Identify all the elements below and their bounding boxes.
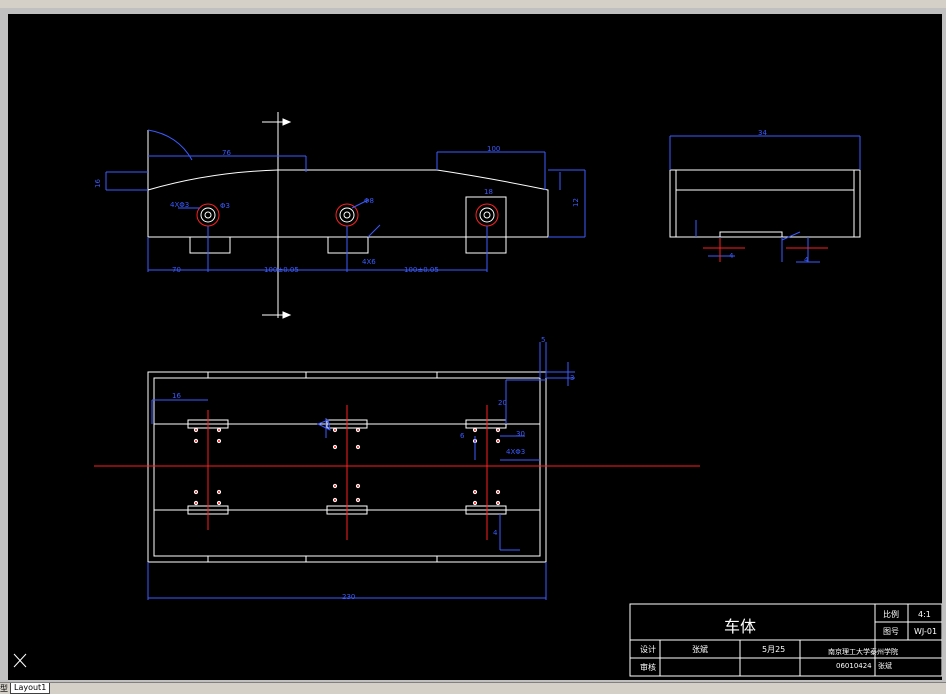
school-name: 南京理工大学泰州学院	[828, 647, 898, 656]
part-name: 车体	[724, 617, 756, 636]
toolbar-button[interactable]	[630, 0, 644, 7]
dim-plan-right-e: 4	[493, 529, 498, 537]
dim-plan-left: 16	[172, 392, 181, 400]
scale-value: 4:1	[918, 610, 931, 619]
dim-end-b: 4	[804, 256, 809, 264]
drawing-no-value: WJ-01	[914, 627, 937, 636]
toolbar-button[interactable]	[320, 0, 334, 7]
dim-plan-right-c: 6	[460, 432, 465, 440]
designer-label: 设计	[640, 644, 656, 654]
dim-spacing-a: 100±0.05	[264, 266, 299, 274]
dim-side-right: 100	[487, 145, 500, 153]
drawing-date: 5月25	[762, 645, 785, 654]
dim-plan-right-d: 3	[570, 374, 574, 382]
plan-centerlines	[94, 405, 700, 540]
tab-layout1[interactable]: Layout1	[10, 683, 51, 694]
dim-plan-total: 230	[342, 593, 355, 601]
reviewer-label: 审核	[640, 662, 656, 672]
dimension-texts: 76 100 12 16 4XΦ3 Φ3 Φ8 18 4X6 70 100±0.…	[94, 129, 809, 601]
drawing-no-label: 图号	[883, 627, 899, 636]
drawing-canvas[interactable]: 76 100 12 16 4XΦ3 Φ3 Φ8 18 4X6 70 100±0.…	[8, 14, 942, 680]
end-view-centerlines	[703, 238, 828, 262]
title-block[interactable]	[629, 603, 942, 677]
dim-end-width: 34	[758, 129, 767, 137]
toolbar-button[interactable]	[360, 0, 374, 7]
designer-name: 张斌	[692, 644, 708, 654]
hole-middle[interactable]	[335, 203, 359, 227]
dim-spacing-left: 70	[172, 266, 181, 274]
title-block-texts: 车体 比例 4:1 图号 WJ-01 设计 张斌 5月25 审核 南京理工大学泰…	[640, 609, 937, 672]
side-dimensions	[105, 129, 586, 272]
hole-left[interactable]	[196, 203, 220, 227]
layout-tabs-bar: 型 Layout1	[0, 682, 946, 694]
class-name: 张斌	[878, 661, 892, 670]
hole-right[interactable]	[475, 203, 499, 227]
dim-side-left-offset: 16	[94, 179, 102, 188]
side-view[interactable]	[147, 130, 549, 254]
dim-plan-note: 4XΦ3	[506, 448, 525, 456]
dim-hole-mid2: Φ8	[364, 197, 374, 205]
end-view[interactable]	[669, 169, 861, 238]
dim-side-total: 76	[222, 149, 231, 157]
tab-prefix: 型	[0, 684, 8, 693]
dim-hole-left: 4XΦ3	[170, 201, 189, 209]
end-view-dims	[669, 135, 861, 263]
dim-spacing-b: 100±0.05	[404, 266, 439, 274]
dim-plan-right-a: 30	[516, 430, 525, 438]
dim-slot: 4X6	[362, 258, 376, 266]
toolbar-button[interactable]	[430, 0, 444, 7]
toolbar-button[interactable]	[660, 0, 674, 7]
plan-holes[interactable]	[193, 427, 501, 506]
toolbar-button[interactable]	[290, 0, 304, 7]
scale-label: 比例	[883, 609, 899, 619]
section-line	[262, 112, 292, 319]
cad-drawing[interactable]: 76 100 12 16 4XΦ3 Φ3 Φ8 18 4X6 70 100±0.…	[8, 14, 942, 680]
dim-plan-right-b: 5	[541, 336, 545, 344]
toolbar-button[interactable]	[400, 0, 414, 7]
class-id: 06010424	[836, 662, 872, 670]
dim-hole-right: 18	[484, 188, 493, 196]
dim-side-height: 12	[572, 198, 580, 207]
toolbar-button[interactable]	[470, 0, 484, 7]
plan-dimensions	[147, 342, 575, 600]
ucs-icon	[13, 653, 27, 668]
dim-plan-top: 20	[498, 399, 507, 407]
dim-end-a: 4	[729, 252, 734, 260]
dim-hole-mid: Φ3	[220, 202, 230, 210]
toolbar-button[interactable]	[150, 0, 164, 7]
